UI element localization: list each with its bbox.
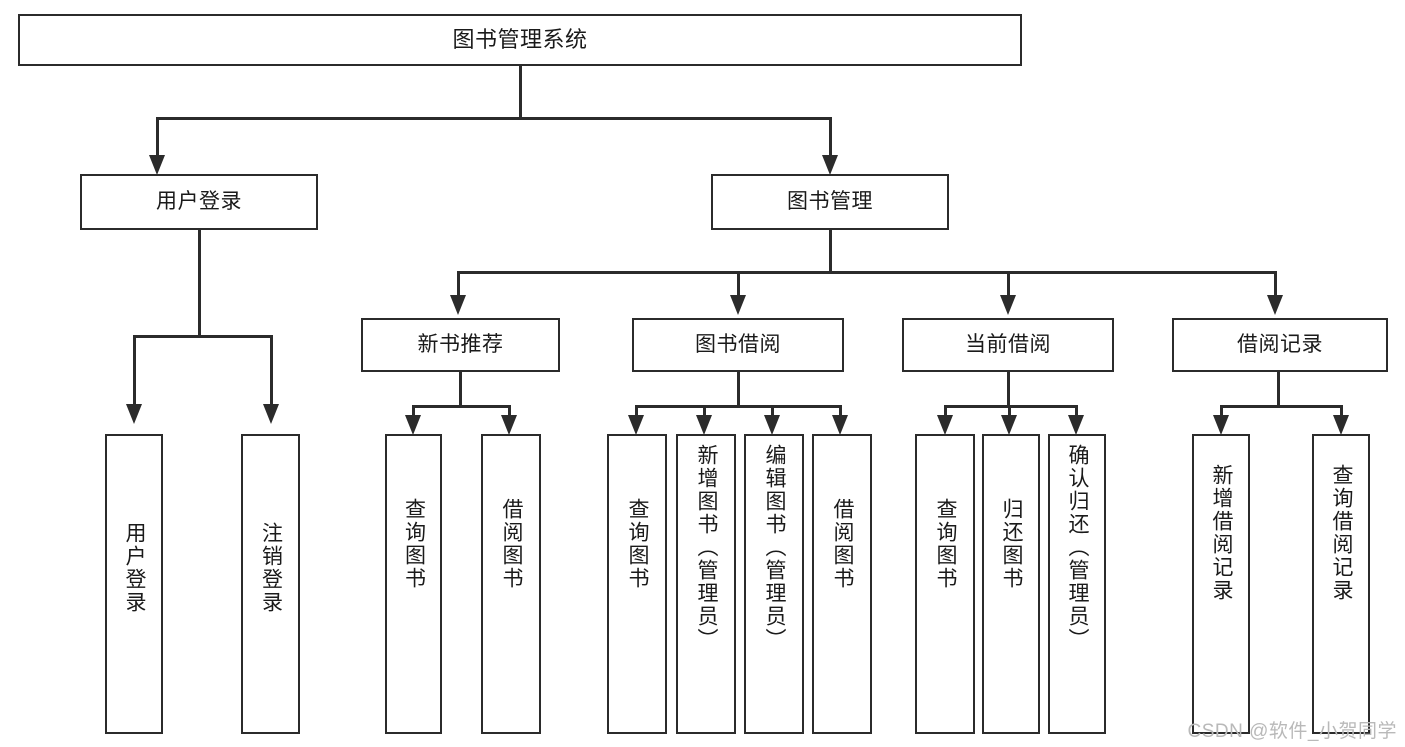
leaf-edit-book[interactable]: 编辑图书（管理员） — [744, 434, 804, 734]
connector-root-bus — [156, 117, 832, 120]
node-label: 借阅记录 — [1237, 332, 1323, 356]
connector-book-borrow-drop — [737, 372, 740, 408]
leaf-confirm-return[interactable]: 确认归还（管理员） — [1048, 434, 1106, 734]
connector-bb-leaf-2 — [703, 405, 706, 419]
node-label: 借阅图书 — [831, 498, 855, 590]
node-current-borrow[interactable]: 当前借阅 — [902, 318, 1114, 372]
connector-bb-leaf-1 — [635, 405, 638, 419]
connector-cb-leaf-2 — [1008, 405, 1011, 419]
node-new-book-recommend[interactable]: 新书推荐 — [361, 318, 560, 372]
node-label: 注销登录 — [259, 522, 283, 614]
arrowhead-leaf-borrow-book-2 — [832, 415, 848, 435]
connector-new-book-leaf-1 — [412, 405, 415, 419]
connector-bm-to-book-borrow — [737, 271, 740, 299]
node-label: 查询图书 — [626, 498, 650, 590]
arrowhead-leaf-add-book — [696, 415, 712, 435]
leaf-logout-login[interactable]: 注销登录 — [241, 434, 300, 734]
connector-current-borrow-bus — [944, 405, 1078, 408]
node-label: 借阅图书 — [500, 498, 524, 590]
arrowhead-leaf-query-book-3 — [937, 415, 953, 435]
watermark-text: CSDN @软件_小贺同学 — [1187, 721, 1397, 742]
arrowhead-user-login — [149, 155, 165, 175]
connector-book-manage-bus — [457, 271, 1277, 274]
connector-br-leaf-2 — [1340, 405, 1343, 419]
node-borrow-record[interactable]: 借阅记录 — [1172, 318, 1388, 372]
node-label: 图书管理系统 — [452, 27, 588, 53]
arrowhead-leaf-user-login — [126, 404, 142, 424]
arrowhead-leaf-confirm-return — [1068, 415, 1084, 435]
node-label: 查询图书 — [402, 498, 426, 590]
connector-root-to-book-manage — [829, 117, 832, 160]
arrowhead-leaf-return-book — [1001, 415, 1017, 435]
connector-bb-leaf-3 — [771, 405, 774, 419]
connector-book-manage-drop — [829, 230, 832, 274]
node-label: 图书借阅 — [695, 332, 781, 356]
connector-new-book-drop — [459, 372, 462, 408]
connector-cb-leaf-3 — [1075, 405, 1078, 419]
node-label: 用户登录 — [123, 522, 147, 614]
node-book-manage[interactable]: 图书管理 — [711, 174, 949, 230]
connector-user-login-leaf-1 — [133, 335, 136, 408]
connector-current-borrow-drop — [1007, 372, 1010, 408]
node-label: 图书管理 — [787, 189, 873, 213]
node-label: 新书推荐 — [417, 332, 504, 356]
connector-root-to-user-login — [156, 117, 159, 160]
arrowhead-leaf-query-book-1 — [405, 415, 421, 435]
connector-bb-leaf-4 — [839, 405, 842, 419]
arrowhead-new-book-recommend — [450, 295, 466, 315]
leaf-query-book-borrow[interactable]: 查询图书 — [607, 434, 667, 734]
node-label: 当前借阅 — [965, 332, 1051, 356]
connector-cb-leaf-1 — [944, 405, 947, 419]
leaf-borrow-book-recommend[interactable]: 借阅图书 — [481, 434, 541, 734]
node-label: 用户登录 — [156, 189, 242, 213]
node-book-borrow[interactable]: 图书借阅 — [632, 318, 844, 372]
connector-new-book-bus — [412, 405, 510, 408]
node-label: 查询借阅记录 — [1330, 464, 1354, 602]
node-label: 确认归还（管理员） — [1066, 444, 1090, 651]
node-label: 新增图书（管理员） — [695, 444, 719, 651]
arrowhead-book-borrow — [730, 295, 746, 315]
arrowhead-book-manage — [822, 155, 838, 175]
leaf-return-book[interactable]: 归还图书 — [982, 434, 1040, 734]
node-label: 编辑图书（管理员） — [763, 444, 787, 651]
leaf-add-book[interactable]: 新增图书（管理员） — [676, 434, 736, 734]
connector-bm-to-borrow-record — [1274, 271, 1277, 299]
leaf-add-borrow-record[interactable]: 新增借阅记录 — [1192, 434, 1250, 734]
arrowhead-borrow-record — [1267, 295, 1283, 315]
connector-borrow-record-drop — [1277, 372, 1280, 408]
connector-bm-to-new-book — [457, 271, 460, 299]
connector-root-drop — [519, 66, 522, 119]
arrowhead-leaf-query-book-2 — [628, 415, 644, 435]
connector-borrow-record-bus — [1220, 405, 1342, 408]
connector-br-leaf-1 — [1220, 405, 1223, 419]
arrowhead-leaf-edit-book — [764, 415, 780, 435]
arrowhead-leaf-borrow-book-1 — [501, 415, 517, 435]
connector-user-login-bus — [133, 335, 273, 338]
arrowhead-leaf-logout-login — [263, 404, 279, 424]
leaf-borrow-book[interactable]: 借阅图书 — [812, 434, 872, 734]
connector-user-login-drop — [198, 230, 201, 337]
node-label: 查询图书 — [934, 498, 958, 590]
connector-book-borrow-bus — [635, 405, 842, 408]
node-root-system[interactable]: 图书管理系统 — [18, 14, 1022, 66]
connector-user-login-leaf-2 — [270, 335, 273, 408]
node-label: 归还图书 — [1000, 498, 1024, 590]
node-user-login[interactable]: 用户登录 — [80, 174, 318, 230]
leaf-user-login[interactable]: 用户登录 — [105, 434, 163, 734]
connector-new-book-leaf-2 — [508, 405, 511, 419]
leaf-query-book-recommend[interactable]: 查询图书 — [385, 434, 442, 734]
node-label: 新增借阅记录 — [1210, 464, 1234, 602]
leaf-query-book-current[interactable]: 查询图书 — [915, 434, 975, 734]
arrowhead-leaf-query-record — [1333, 415, 1349, 435]
connector-bm-to-current-borrow — [1007, 271, 1010, 299]
arrowhead-leaf-add-record — [1213, 415, 1229, 435]
leaf-query-borrow-record[interactable]: 查询借阅记录 — [1312, 434, 1370, 734]
arrowhead-current-borrow — [1000, 295, 1016, 315]
